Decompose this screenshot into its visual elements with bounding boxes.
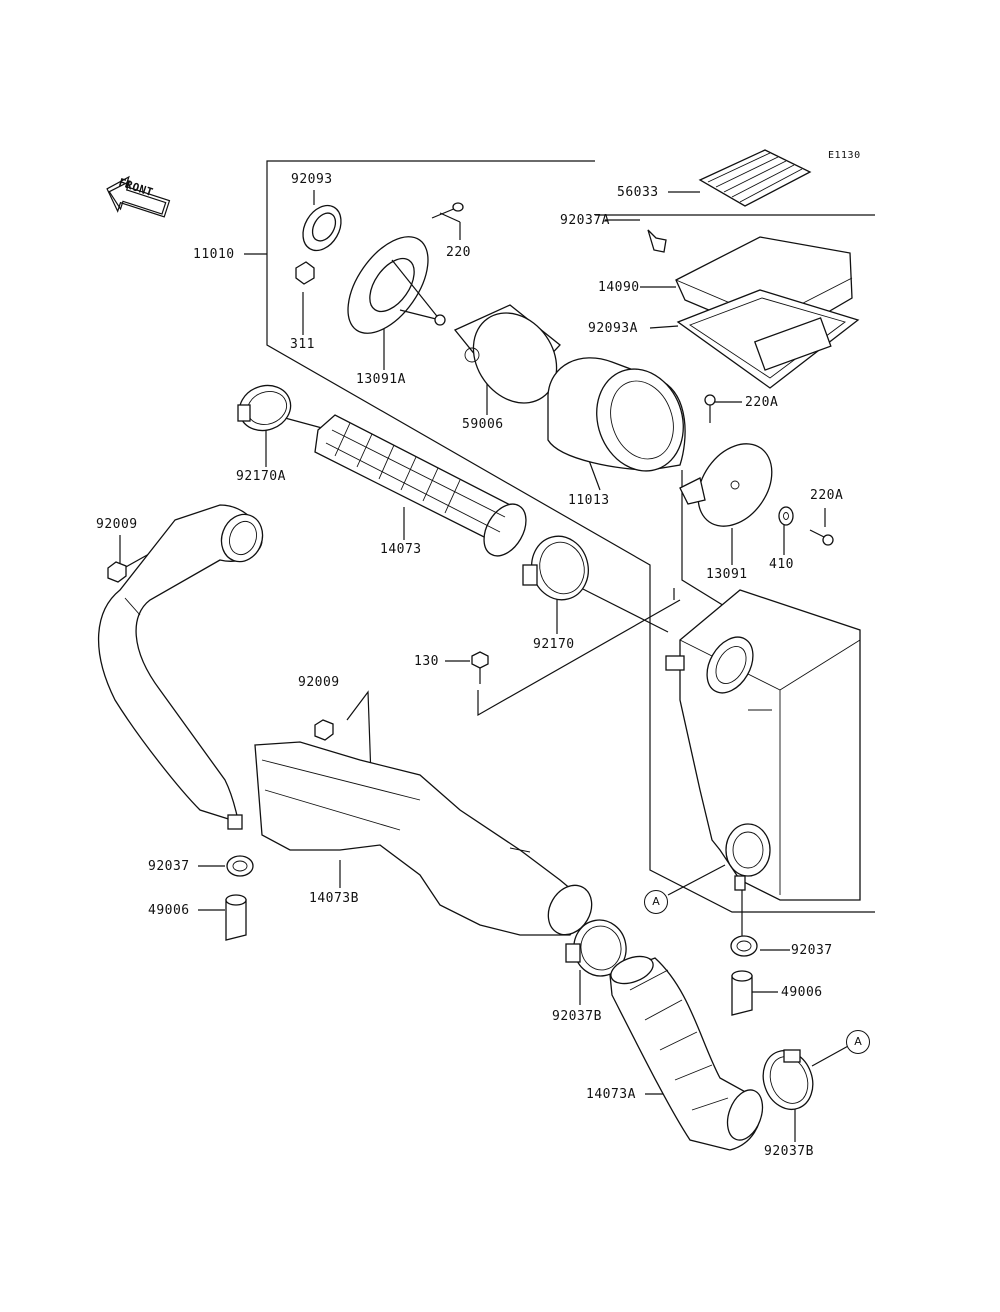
part-label-14073a: 14073A xyxy=(586,1087,636,1102)
front-arrow-icon xyxy=(106,175,171,218)
screw-part xyxy=(704,394,716,423)
reference-code: E1130 xyxy=(828,150,861,161)
clamp-part xyxy=(237,384,292,432)
air-cleaner-case-part xyxy=(665,589,861,901)
part-label-92037b-right: 92037B xyxy=(764,1144,814,1159)
part-label-11013: 11013 xyxy=(568,493,610,508)
intake-hose-part xyxy=(314,414,527,557)
clamp-part xyxy=(565,919,627,977)
air-filter-part xyxy=(547,357,686,472)
circle-ref-a-right: A xyxy=(846,1030,870,1054)
gasket-part xyxy=(676,289,860,389)
part-label-49006-left: 49006 xyxy=(148,903,190,918)
washer-part xyxy=(778,506,794,526)
part-label-410: 410 xyxy=(769,557,794,572)
filter-strip-part xyxy=(698,149,812,207)
part-label-92093a: 92093A xyxy=(588,321,638,336)
part-label-92037a: 92037A xyxy=(560,213,610,228)
part-label-92037b-mid: 92037B xyxy=(552,1009,602,1024)
part-label-311: 311 xyxy=(290,337,315,352)
hose-clamp-part xyxy=(730,935,758,957)
clip-part xyxy=(647,229,667,253)
part-label-49006-right: 49006 xyxy=(781,985,823,1000)
part-label-130: 130 xyxy=(414,654,439,669)
part-label-56033: 56033 xyxy=(617,185,659,200)
bolt-part xyxy=(471,651,489,684)
part-label-92009-left: 92009 xyxy=(96,517,138,532)
part-label-11010: 11010 xyxy=(193,247,235,262)
bolt-part xyxy=(107,561,127,583)
part-label-92093: 92093 xyxy=(291,172,333,187)
part-label-13091: 13091 xyxy=(706,567,748,582)
circle-ref-a-left: A xyxy=(644,890,668,914)
part-label-92170: 92170 xyxy=(533,637,575,652)
part-label-220: 220 xyxy=(446,245,471,260)
screw-part xyxy=(809,529,834,546)
part-label-13091a: 13091A xyxy=(356,372,406,387)
part-label-14073: 14073 xyxy=(380,542,422,557)
part-label-14090: 14090 xyxy=(598,280,640,295)
plate-part xyxy=(679,443,773,527)
resonator-box-part xyxy=(254,741,593,936)
intake-duct-part xyxy=(98,504,264,830)
drain-cap-part xyxy=(225,894,247,941)
part-label-220a-side: 220A xyxy=(810,488,844,503)
screw-part xyxy=(431,202,464,219)
filter-holder-part xyxy=(347,236,446,334)
hose-clamp-part xyxy=(226,855,254,877)
part-label-220a-top: 220A xyxy=(745,395,779,410)
curved-hose-part xyxy=(609,955,764,1151)
clamp-part xyxy=(522,535,589,601)
nut-part xyxy=(295,261,315,285)
part-label-59006: 59006 xyxy=(462,417,504,432)
part-label-92037-right: 92037 xyxy=(791,943,833,958)
clamp-part xyxy=(762,1049,814,1111)
filter-screen-part xyxy=(453,304,561,404)
part-label-14073b: 14073B xyxy=(309,891,359,906)
ring-seal-part xyxy=(302,204,342,252)
part-label-92037-left: 92037 xyxy=(148,859,190,874)
drain-cap-part xyxy=(731,970,753,1016)
part-label-92170a: 92170A xyxy=(236,469,286,484)
bolt-part xyxy=(314,719,334,741)
part-label-92009-mid: 92009 xyxy=(298,675,340,690)
